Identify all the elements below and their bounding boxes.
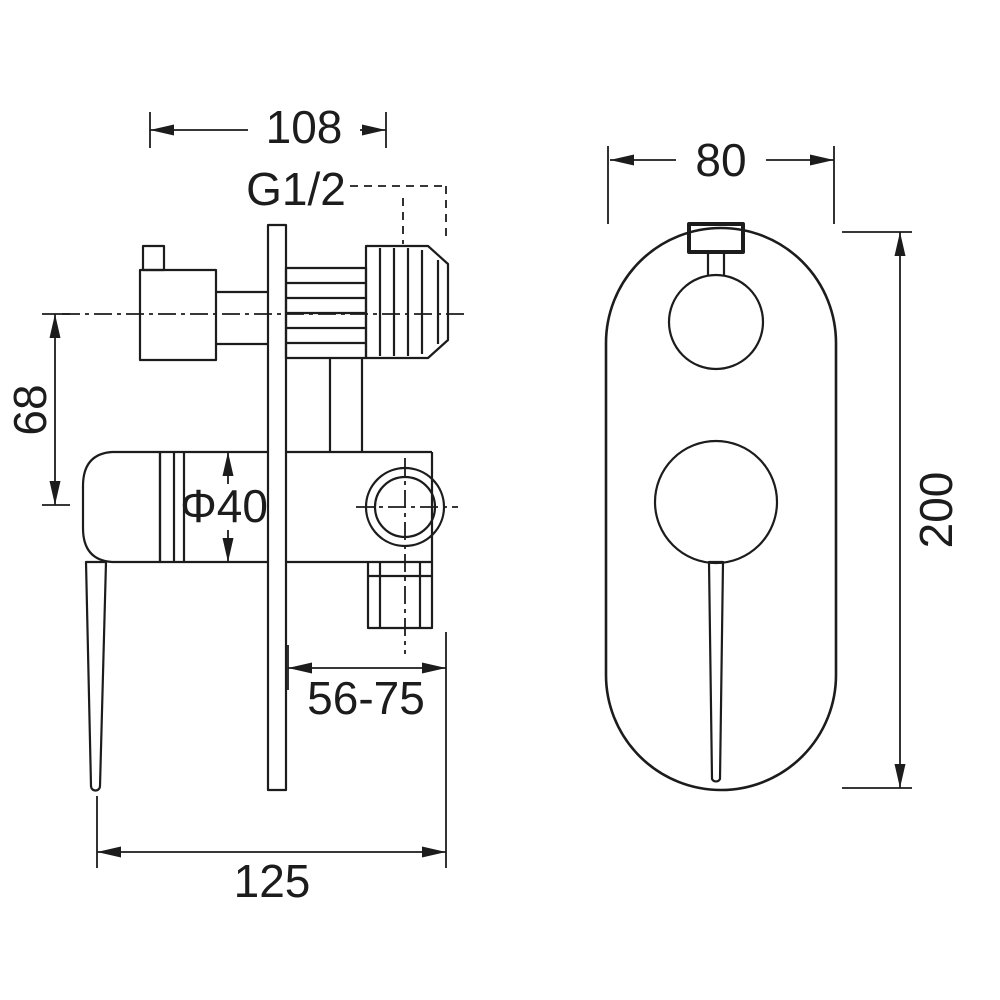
bottom-port — [366, 560, 434, 630]
dim-68-label: 68 — [4, 384, 56, 435]
dim-56-75: 56-75 — [287, 632, 447, 868]
side-view-top-valve — [138, 244, 450, 452]
dim-200-label: 200 — [910, 472, 962, 549]
side-view-wall-plate — [266, 223, 288, 792]
diverter-knob — [667, 273, 765, 371]
mounting-tab — [687, 222, 745, 254]
dim-68: 68 — [4, 313, 70, 506]
dim-diameter-40: Φ40 — [180, 452, 268, 562]
front-handle-lever — [707, 560, 725, 783]
centerlines — [62, 185, 466, 654]
front-view-plate — [604, 222, 838, 792]
dim-125: 125 — [96, 796, 446, 907]
dim-80: 80 — [607, 134, 835, 224]
thread-label: G1/2 — [246, 163, 346, 215]
dim-56-75-label: 56-75 — [307, 672, 425, 724]
dim-125-label: 125 — [234, 855, 311, 907]
dim-80-label: 80 — [695, 134, 746, 186]
dim-200: 200 — [842, 231, 962, 789]
dim-diameter-label: Φ40 — [180, 480, 268, 532]
handle-base — [653, 439, 779, 565]
dim-108-label: 108 — [266, 101, 343, 153]
dim-108: 108 — [149, 101, 387, 153]
side-handle-lever — [84, 560, 108, 792]
